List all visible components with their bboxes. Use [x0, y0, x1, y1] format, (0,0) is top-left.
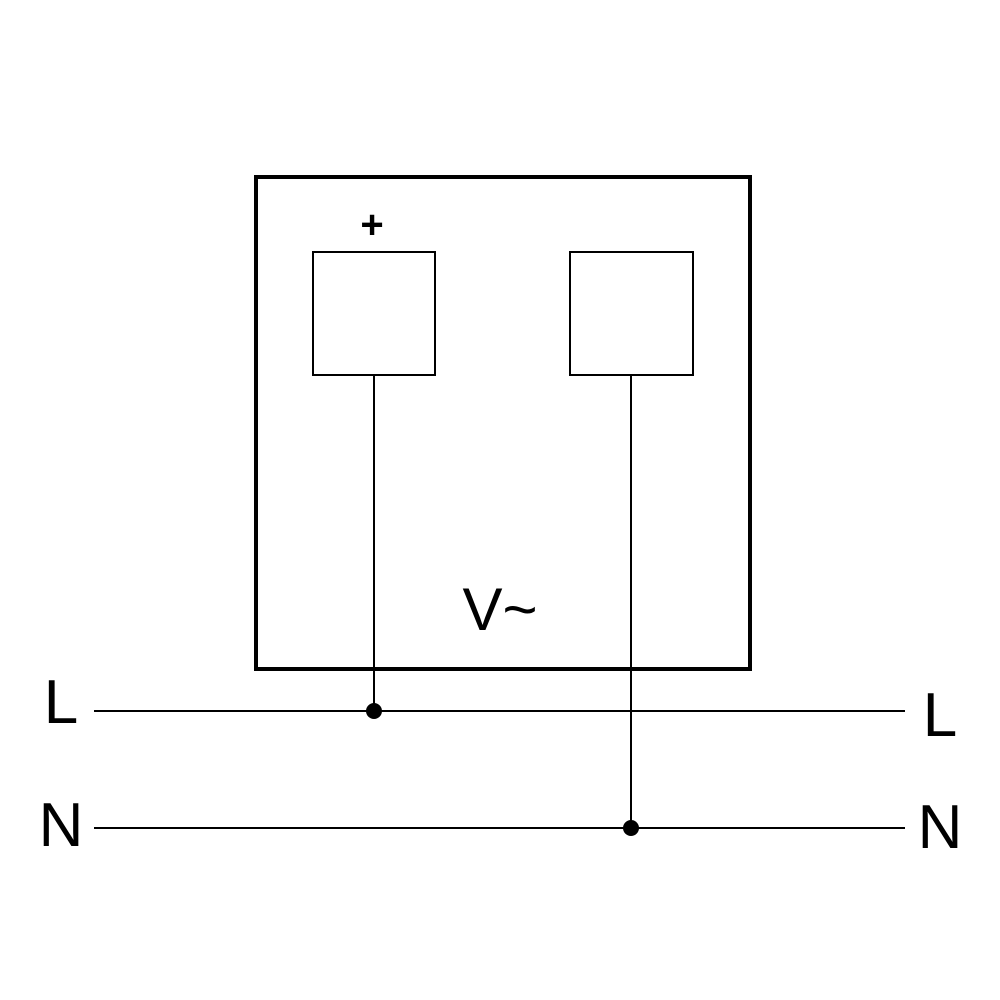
- live-label-left: L: [44, 668, 78, 737]
- neutral-label-left: N: [39, 791, 84, 860]
- live-label-right: L: [923, 681, 957, 750]
- junction-live: [366, 703, 382, 719]
- supply-voltage-label: V~: [462, 576, 537, 643]
- neutral-label-right: N: [918, 793, 963, 862]
- junction-neutral: [623, 820, 639, 836]
- terminal-plus-label: +: [360, 203, 383, 247]
- terminal-neutral-box: [569, 251, 694, 376]
- terminal-plus-box: [312, 251, 436, 376]
- device-enclosure: [254, 175, 752, 671]
